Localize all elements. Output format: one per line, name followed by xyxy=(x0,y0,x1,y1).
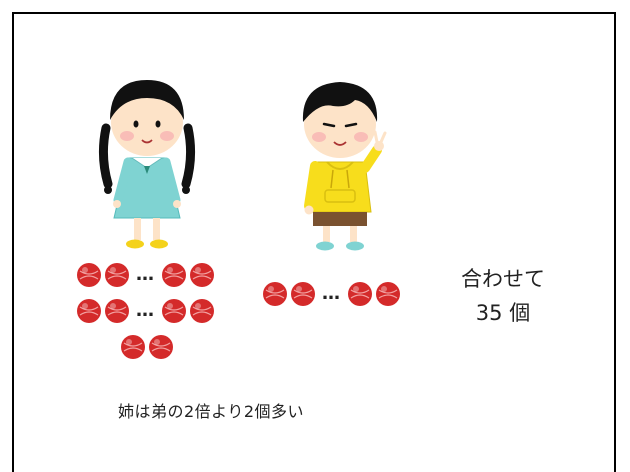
ball-icon xyxy=(375,281,401,307)
ball-icon xyxy=(347,281,373,307)
ball-icon xyxy=(290,281,316,307)
ball-icon xyxy=(189,298,215,324)
ball-icon xyxy=(148,334,174,360)
ball-icon xyxy=(76,262,102,288)
sister-figure xyxy=(92,66,202,256)
ellipsis: … xyxy=(136,300,155,321)
ball-icon xyxy=(189,262,215,288)
ellipsis: … xyxy=(136,264,155,285)
brother-figure xyxy=(285,72,395,257)
total-line-1: 合わせて xyxy=(461,267,545,291)
ball-icon xyxy=(120,334,146,360)
caption: 姉は弟の2倍より2個多い xyxy=(118,402,305,421)
frame-border xyxy=(12,12,616,472)
ball-icon xyxy=(104,262,130,288)
sister-balls-row-2: … xyxy=(76,298,215,324)
ball-icon xyxy=(161,262,187,288)
ball-icon xyxy=(104,298,130,324)
ball-icon xyxy=(161,298,187,324)
total-label: 合わせて 35 個 xyxy=(448,262,558,330)
total-line-2: 35 個 xyxy=(475,301,531,325)
brother-balls-row: … xyxy=(262,281,401,307)
sister-balls-row-1: … xyxy=(76,262,215,288)
ball-icon xyxy=(76,298,102,324)
sister-balls-row-3 xyxy=(120,334,174,360)
ball-icon xyxy=(262,281,288,307)
ellipsis: … xyxy=(322,283,341,304)
